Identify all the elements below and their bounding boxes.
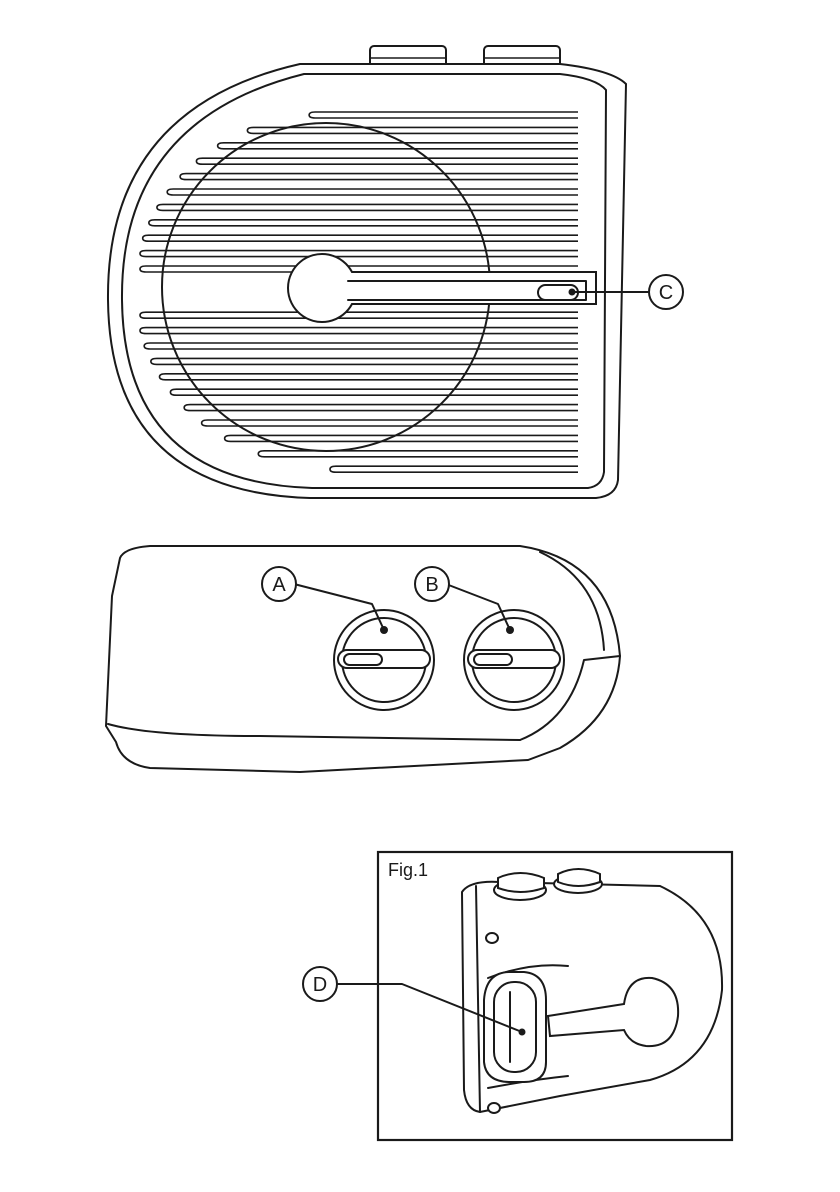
heater-front-view: C: [108, 46, 683, 498]
inset-title: Fig.1: [388, 860, 428, 880]
callout-d: D: [313, 974, 327, 996]
callout-c: C: [659, 282, 673, 304]
heater-top-view: A B: [106, 546, 620, 772]
callout-a: A: [272, 574, 286, 596]
fig1-inset: Fig.1 D: [303, 852, 732, 1140]
callout-b: B: [425, 574, 438, 596]
